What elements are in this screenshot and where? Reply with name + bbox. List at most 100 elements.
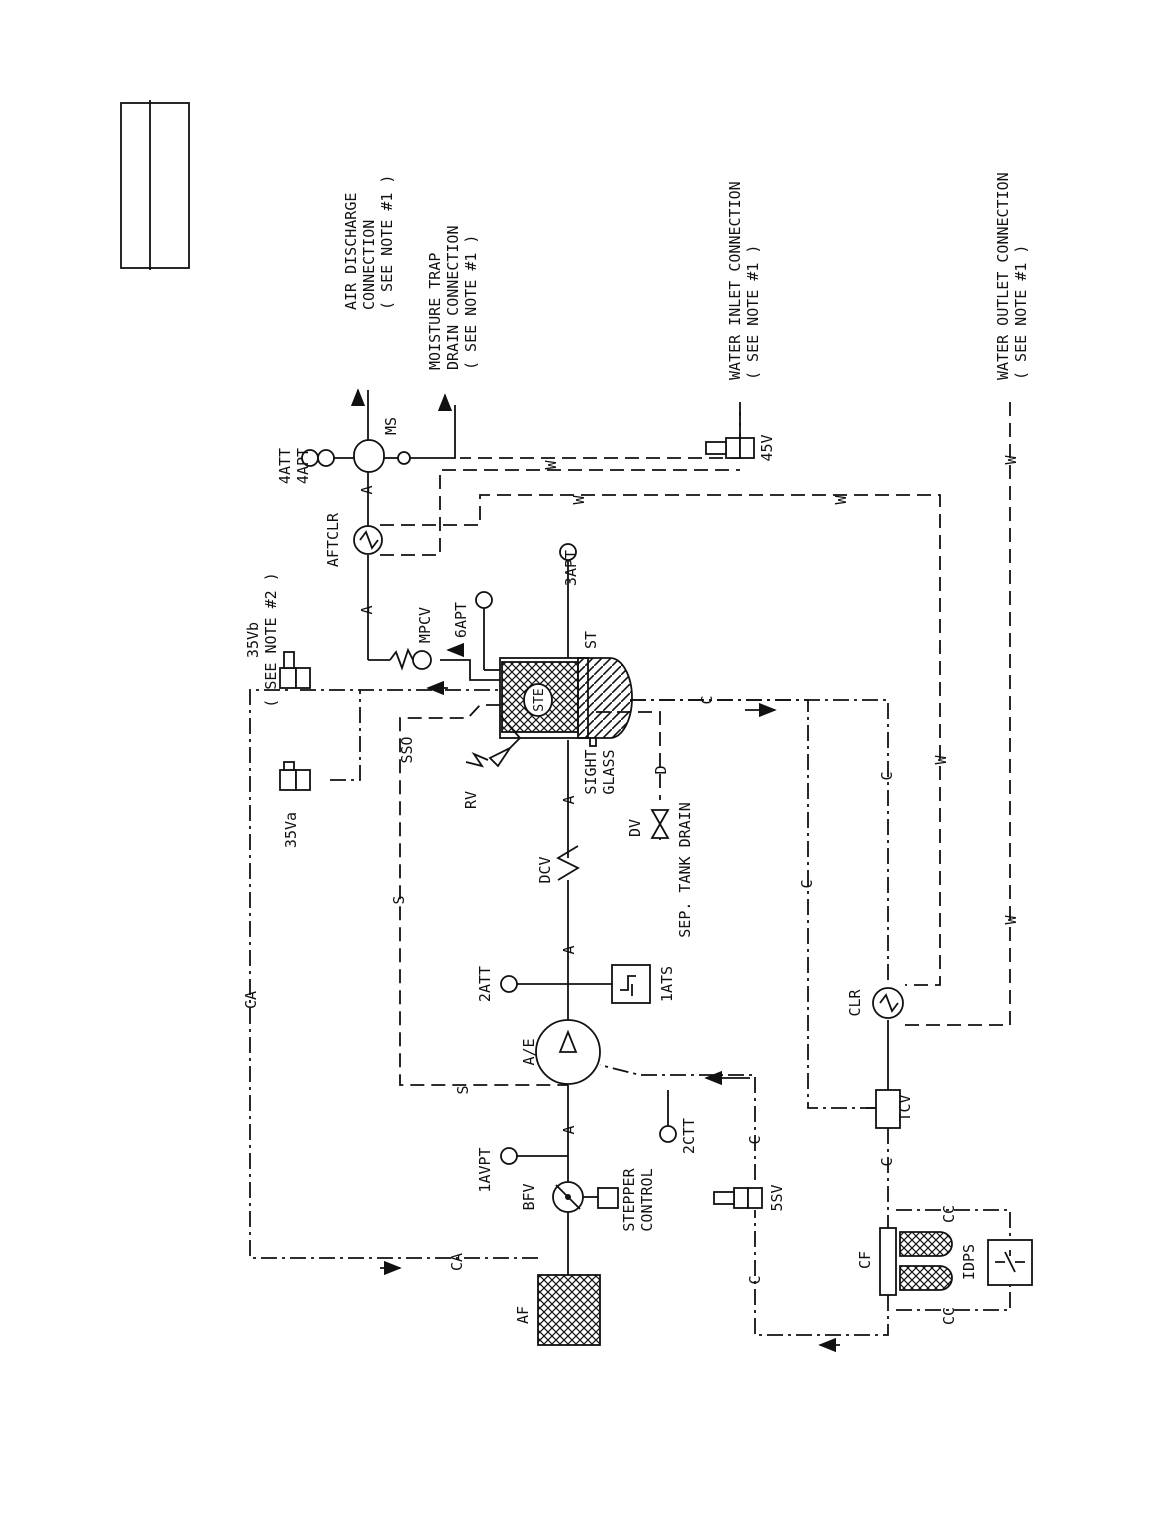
ca-label-2: CA [448,1253,466,1271]
apt-3-gauge: 3APT [559,543,580,658]
air-discharge-label-2: CONNECTION [360,220,378,310]
iavpt-label: 1AVPT [476,1147,494,1192]
ats1-label: 1ATS [658,966,676,1002]
apt6-label: 6APT [452,602,470,638]
ctt2-label: 2CTT [680,1118,698,1154]
dv-label: DV [626,819,644,837]
solenoid-valve-45v: 45V [705,434,776,462]
airend: A/E [520,1019,601,1085]
sv35b-label: 35Vb [244,622,262,658]
sight-glass-label-2: GLASS [600,749,618,794]
mpcv-label: MPCV [416,607,434,643]
solenoid-valve-5sv: 5SV [713,1184,786,1212]
air-line: A A A A A [350,388,578,1275]
thermostatic-valve: TCV [866,1089,914,1129]
rv-label: RV [462,791,480,809]
bfv-label: BFV [520,1183,538,1210]
ca-label-1: CA [242,991,260,1009]
water-inlet-label-2: ( SEE NOTE #1 ) [744,245,762,380]
butterfly-valve: BFV STEPPER CONTROL [520,1167,656,1231]
air-line-label-1: A [560,1125,578,1134]
clr-label: CLR [846,988,864,1016]
drain-line-label: D [652,765,670,774]
air-line-label-4: A [358,605,376,614]
discharge-check-valve: DCV [536,845,580,884]
sv5-label: 5SV [768,1184,786,1211]
apt-6-gauge: 6APT [452,591,500,671]
moisture-separator: MS [353,393,456,473]
air-line-label-3: A [560,795,578,804]
moisture-trap-label-2: DRAIN CONNECTION [444,226,462,371]
air-filter: AF [514,1274,601,1346]
title-block [120,100,190,270]
scavenge-line: SSO S S [390,704,568,1095]
avpt-1-gauge: 1AVPT [476,1147,568,1193]
coolant-label-5: C [746,1135,764,1144]
air-discharge-label-1: AIR DISCHARGE [342,193,360,310]
water-outlet-label-2: ( SEE NOTE #1 ) [1012,245,1030,380]
water-label-4: W [932,755,950,765]
cc-label-1: CC [940,1205,958,1223]
connection-labels: AIR DISCHARGE CONNECTION ( SEE NOTE #1 )… [342,172,1030,380]
att-apt-4-gauges: 4ATT 4APT [276,448,354,484]
diff-pressure-switch: IDPS [960,1239,1033,1286]
aftclr-label: AFTCLR [324,512,342,567]
sv35a-label: 35Va [282,812,300,848]
apt3-label: 3APT [562,550,580,586]
st-label: ST [582,631,600,649]
dcv-label: DCV [536,856,554,883]
air-line-label-2: A [560,945,578,954]
aftercooler: AFTCLR [324,512,383,567]
idps-label: IDPS [960,1244,978,1280]
stepper-control-box [597,1187,619,1209]
solenoid-valve-35vb: 35Vb ( SEE NOTE #2 ) [244,572,311,708]
sso-label: SSO [398,736,416,763]
water-lines: W W W W W W [380,400,1020,1026]
water-label-3: W [832,495,850,505]
min-pressure-check-valve: MPCV [368,607,500,681]
coolant-label-6: C [746,1275,764,1284]
oil-cooler: CLR [846,987,904,1019]
water-label-5: W [1002,915,1020,925]
sv45-label: 45V [758,434,776,461]
ms-label: MS [382,417,400,435]
sight-glass-label-1: SIGHT [582,749,600,794]
water-label-1: W [542,460,560,470]
att-2-gauge: 2ATT [476,966,568,1002]
scavenge-label-2: S [454,1085,472,1094]
water-label-2: W [570,495,588,505]
solenoid-valve-35va: 35Va [279,761,311,848]
air-discharge-label-3: ( SEE NOTE #1 ) [378,175,396,310]
water-inlet-label-1: WATER INLET CONNECTION [726,181,744,380]
stepper-control-label-2: CONTROL [638,1168,656,1231]
coolant-lines: 2CTT C C C C C C [599,695,896,1353]
coolant-label-1: C [698,695,716,704]
relief-valve: RV [462,714,522,809]
stepper-control-label-1: STEPPER [620,1167,638,1231]
ats-1-switch: 1ATS [568,964,676,1004]
water-label-6: W [1002,455,1020,465]
moisture-trap-label-1: MOISTURE TRAP [426,253,444,370]
air-line-label-5: A [358,485,376,494]
separator-tank: STE ST SIGHT GLASS [499,631,633,795]
af-label: AF [514,1306,532,1324]
control-air-line: CA CA [242,680,538,1276]
coolant-filter: CF CC CC [856,1205,1011,1325]
coolant-label-4: C [878,1157,896,1166]
ste-label: STE [532,688,547,711]
separator-drain: D DV SEP. TANK DRAIN [596,711,694,938]
cc-label-2: CC [940,1307,958,1325]
coolant-label-3: C [878,771,896,780]
sep-tank-drain-label: SEP. TANK DRAIN [676,802,694,937]
water-outlet-label-1: WATER OUTLET CONNECTION [994,172,1012,380]
cf-label: CF [856,1251,874,1269]
scavenge-label-1: S [390,895,408,904]
tcv-label: TCV [896,1094,914,1121]
att2-label: 2ATT [476,966,494,1002]
moisture-trap-label-3: ( SEE NOTE #1 ) [462,235,480,370]
att4-label: 4ATT [276,448,294,484]
see-note-2-label: ( SEE NOTE #2 ) [262,572,280,707]
ae-label: A/E [520,1038,538,1065]
